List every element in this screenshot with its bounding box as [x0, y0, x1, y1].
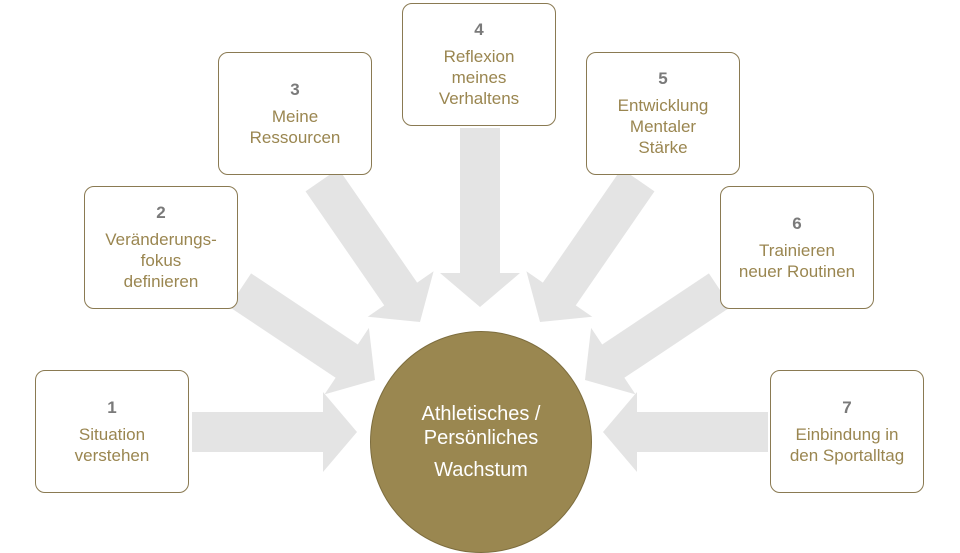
step-7-box: 7 Einbindung in den Sportalltag [770, 370, 924, 493]
step-3-box: 3 Meine Ressourcen [218, 52, 372, 175]
step-number: 4 [474, 20, 484, 39]
center-line-2: Persönliches [423, 427, 539, 449]
step-label: Veränderungs- fokus definieren [105, 230, 217, 291]
step-number: 5 [658, 69, 668, 88]
step-number: 6 [792, 213, 802, 233]
center-growth-circle: Athletisches / Persönliches Wachstum [370, 331, 592, 553]
arrow-7 [603, 392, 768, 472]
step-4-box: 4 Reflexion meines Verhaltens [402, 3, 556, 126]
step-5-box: 5 Entwicklung Mentaler Stärke [586, 52, 740, 175]
step-label: Trainieren neuer Routinen [738, 240, 856, 281]
arrow-1 [192, 392, 357, 472]
step-number: 3 [290, 79, 300, 99]
step-number: 7 [842, 397, 852, 417]
step-label: Reflexion meines Verhaltens [438, 47, 520, 108]
arrow-2 [228, 273, 375, 395]
arrow-4 [440, 128, 520, 307]
step-label: Situation verstehen [74, 424, 150, 465]
arrow-6 [585, 273, 732, 395]
arrow-3 [305, 168, 434, 322]
center-line-1: Athletisches / [421, 403, 541, 425]
step-number: 1 [107, 397, 117, 417]
step-label: Entwicklung Mentaler Stärke [617, 96, 709, 157]
step-label: Einbindung in den Sportalltag [789, 424, 905, 465]
step-1-box: 1 Situation verstehen [35, 370, 189, 493]
center-line-3: Wachstum [434, 459, 528, 481]
step-6-box: 6 Trainieren neuer Routinen [720, 186, 874, 309]
arrow-5 [526, 168, 655, 322]
step-number: 2 [156, 203, 166, 222]
step-label: Meine Ressourcen [249, 106, 341, 147]
step-2-box: 2 Veränderungs- fokus definieren [84, 186, 238, 309]
